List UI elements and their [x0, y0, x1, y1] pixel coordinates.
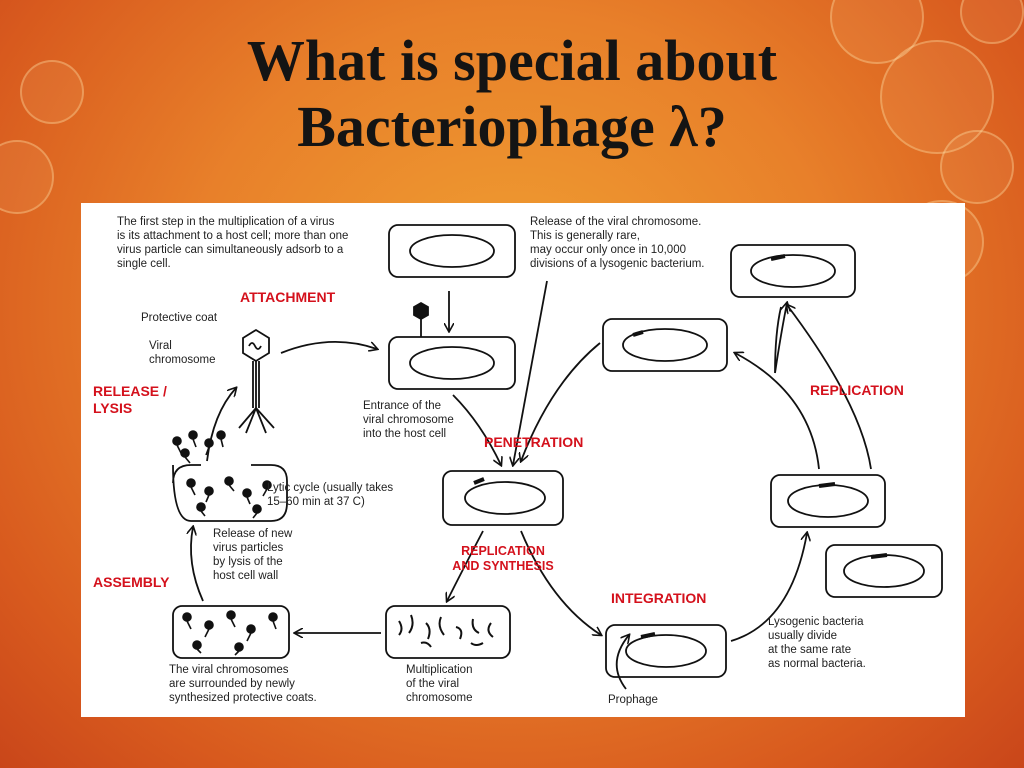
host-cell-multiplication	[385, 605, 511, 659]
decor-bubble	[20, 60, 84, 124]
host-cell-top	[388, 224, 516, 278]
title-line-2: Bacteriophage λ?	[297, 94, 727, 159]
decor-bubble	[880, 40, 994, 154]
phage-particle	[238, 328, 275, 434]
host-cell-penetration	[442, 470, 564, 526]
small-phage-icon	[413, 301, 429, 337]
stage-label-integration: INTEGRATION	[611, 590, 707, 606]
released-phages	[172, 430, 226, 464]
stage-label-replication: REPLICATION	[810, 382, 904, 398]
note-release-new: Release of new virus particles by lysis …	[213, 528, 293, 582]
host-cell-assembly	[172, 605, 290, 659]
host-cell-released	[730, 244, 856, 298]
host-cell-lysis	[172, 464, 288, 522]
note-first-step: The first step in the multiplication of …	[117, 216, 349, 270]
note-lytic-cycle: Lytic cycle (usually takes 15–60 min at …	[267, 482, 394, 508]
stage-label-replication-synthesis: REPLICATION AND SYNTHESIS	[452, 544, 554, 573]
host-cell-lysogenic-top	[602, 318, 728, 372]
host-cell-integration	[605, 624, 727, 678]
lysis-phages	[186, 476, 272, 519]
note-viral-chromosome: Viral chromosome	[149, 340, 216, 366]
decor-bubble	[940, 130, 1014, 204]
stage-label-attachment: ATTACHMENT	[240, 289, 336, 305]
host-cell-lysogenic-right	[770, 474, 886, 528]
note-protective-coat: Protective coat	[141, 312, 218, 324]
stage-label-penetration: PENETRATION	[484, 434, 584, 450]
note-entrance: Entrance of the viral chromosome into th…	[363, 400, 454, 440]
title-line-1: What is special about	[246, 28, 778, 93]
note-lysogenic: Lysogenic bacteria usually divide at the…	[768, 616, 866, 670]
stage-label-assembly: ASSEMBLY	[93, 574, 170, 590]
diagram-drawing	[172, 224, 943, 690]
stage-label-release-lysis: RELEASE / LYSIS	[93, 383, 167, 416]
note-surrounded: The viral chromosomes are surrounded by …	[169, 664, 317, 704]
note-release-chromosome: Release of the viral chromosome. This is…	[530, 216, 705, 270]
slide-title: What is special about Bacteriophage λ?	[0, 28, 1024, 160]
phage-lifecycle-diagram: The first step in the multiplication of …	[81, 203, 965, 717]
note-multiplication: Multiplication of the viral chromosome	[406, 664, 473, 704]
note-prophage: Prophage	[608, 694, 658, 706]
assembly-phages	[182, 610, 278, 656]
host-cell-daughter	[825, 544, 943, 598]
host-cell-attached	[388, 336, 516, 390]
